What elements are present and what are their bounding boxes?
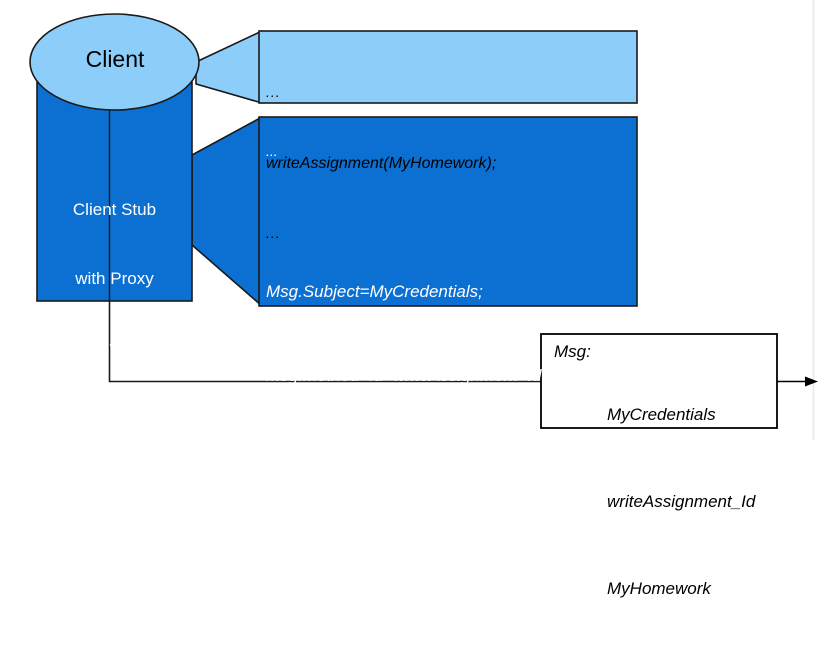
client-stub-line-1: Client Stub [72, 200, 157, 219]
message-field-params: MyHomework [607, 579, 711, 598]
message-box-label: Msg: [554, 342, 591, 361]
callout-stub-line-2: Msg.Subject=MyCredentials; [266, 282, 483, 301]
message-box [540, 333, 778, 429]
client-stub-label: Client Stub with Proxy (here without PEP… [37, 152, 192, 451]
callout-stub-text: Msg.Subject=MyCredentials; Msg.Method_Id… [266, 140, 546, 670]
message-field-method-id: writeAssignment_Id [607, 492, 756, 511]
callout-application-text: ... writeAssignment(MyHomework); ... [266, 34, 496, 269]
message-box-fields: MyCredentials writeAssignment_Id MyHomew… [607, 342, 755, 632]
callout-application-line-1: ... [266, 84, 281, 100]
callout-stub-line-1: ... [266, 143, 278, 159]
callout-stub-line-3: Msg.Method_Id=writeAssignment_Id; [266, 366, 547, 385]
callout-application-line-2: writeAssignment(MyHomework); [266, 154, 497, 172]
callout-application-tail [195, 30, 263, 104]
connector-line-stub-to-msg [108, 301, 541, 383]
client-stub-line-3: (here without [65, 338, 164, 357]
callout-stub-line-4: Msg.Params= MyHomework; [266, 450, 485, 469]
callout-application-line-3: ... [266, 225, 281, 241]
client-node-label: Client [85, 46, 145, 72]
callout-application-box [258, 30, 638, 104]
callout-stub-line-6: ... [266, 620, 281, 636]
diagram-canvas [29, 0, 818, 440]
callout-stub-tail [191, 116, 263, 307]
client-ellipse [29, 13, 200, 111]
message-field-subject: MyCredentials [607, 405, 716, 424]
callout-stub-line-5: send(Server, Msg); [266, 534, 410, 553]
client-stub-line-2: with Proxy [75, 269, 154, 288]
message-out-arrow-head [805, 376, 818, 387]
client-stub-line-4: PEP and PDP) [58, 407, 171, 426]
callout-stub-box [258, 116, 638, 307]
